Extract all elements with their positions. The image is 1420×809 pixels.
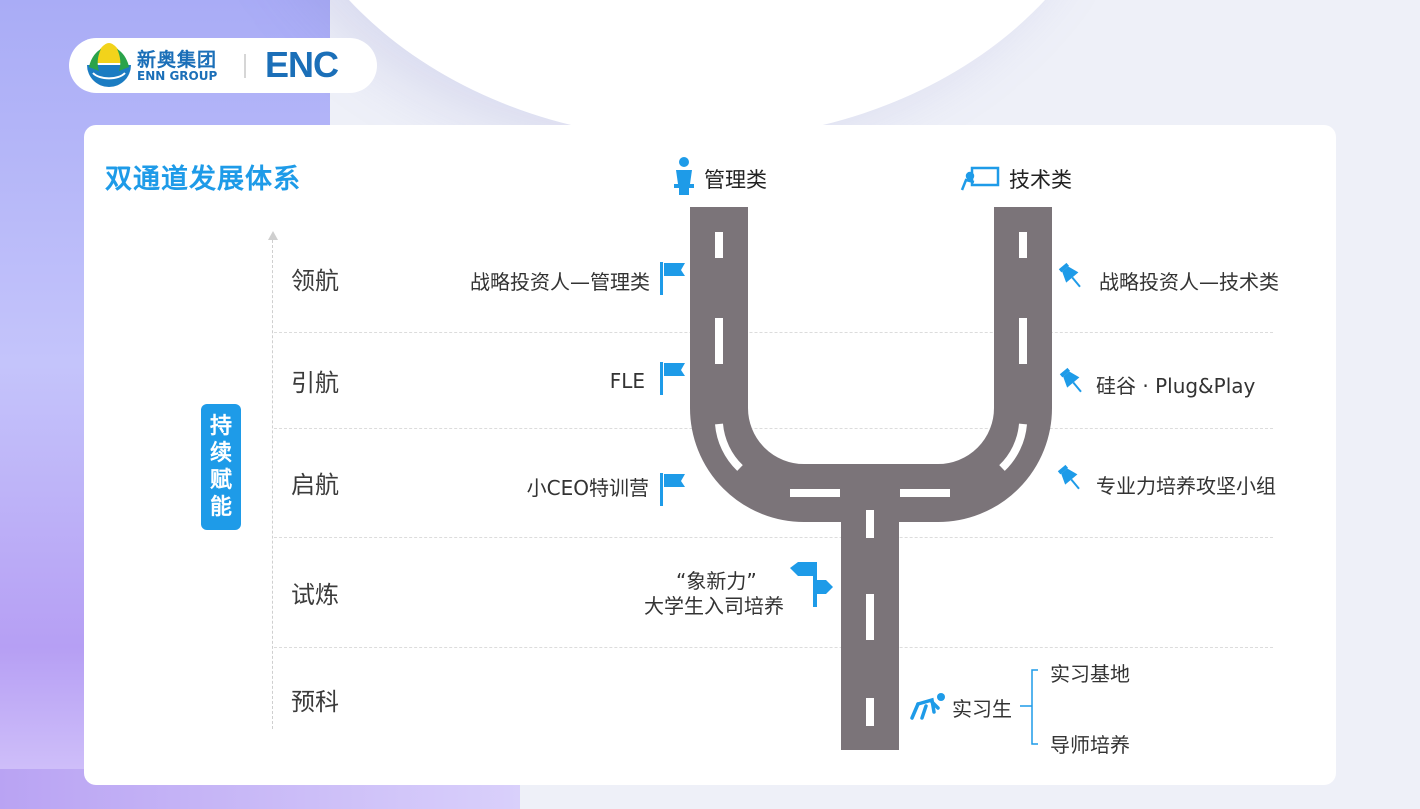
- management-item: 小CEO特训营: [526, 476, 649, 500]
- pushpin-icon: [1058, 262, 1081, 288]
- road-surface: [690, 207, 1052, 750]
- level-shilian: 试炼: [291, 581, 339, 609]
- badge-char: 赋: [209, 468, 232, 493]
- track-technical-label: 技术类: [1009, 168, 1072, 192]
- management-item: FLE: [609, 369, 645, 393]
- management-podium-icon: [674, 157, 694, 195]
- technical-item: 专业力培养攻坚小组: [1096, 474, 1276, 498]
- intern-bracket: [1020, 669, 1038, 745]
- enn-logo-icon: [87, 43, 246, 87]
- level-axis-arrow-icon: [268, 231, 278, 240]
- logo-pill: 新奥集团 ENN GROUP ENC: [69, 38, 377, 93]
- runner-icon: [910, 693, 945, 720]
- intern-branch: 导师培养: [1050, 733, 1130, 757]
- logo-enc-text: ENC: [265, 44, 339, 85]
- trial-program-line2: 大学生入司培养: [644, 594, 784, 618]
- pushpin-icon: [1057, 464, 1080, 490]
- flag-icon: [660, 262, 685, 295]
- flag-icon: [660, 473, 685, 506]
- level-divider: [274, 537, 1273, 538]
- logo-cn-text: 新奥集团: [137, 49, 218, 71]
- technical-item: 战略投资人—技术类: [1099, 270, 1279, 294]
- intern-label: 实习生: [952, 697, 1012, 721]
- level-yuke: 预科: [291, 688, 339, 716]
- badge-char: 持: [209, 414, 232, 439]
- technical-item: 硅谷 · Plug&Play: [1096, 374, 1256, 398]
- level-divider: [274, 428, 1273, 429]
- flag-icon: [660, 362, 685, 395]
- road-lane-markings: [715, 232, 1027, 726]
- logo-en-text: ENN GROUP: [137, 69, 218, 83]
- sustained-empowerment-badge: 持 续 赋 能: [201, 404, 241, 530]
- signpost-icon: [790, 562, 833, 607]
- level-divider: [274, 647, 1273, 648]
- management-item: 战略投资人—管理类: [470, 270, 650, 294]
- pushpin-icon: [1059, 367, 1082, 393]
- level-axis-line: [272, 235, 273, 729]
- level-divider: [274, 332, 1273, 333]
- track-management-label: 管理类: [704, 168, 767, 192]
- level-qihang: 启航: [291, 471, 339, 499]
- level-lingjhang: 领航: [291, 267, 339, 295]
- page-title: 双通道发展体系: [105, 164, 301, 195]
- level-yinhang: 引航: [291, 369, 339, 397]
- technical-presentation-icon: [960, 166, 1000, 191]
- badge-char: 续: [209, 441, 232, 466]
- intern-branch: 实习基地: [1050, 662, 1130, 686]
- trial-program-line1: “象新力”: [676, 569, 757, 593]
- badge-char: 能: [209, 495, 232, 520]
